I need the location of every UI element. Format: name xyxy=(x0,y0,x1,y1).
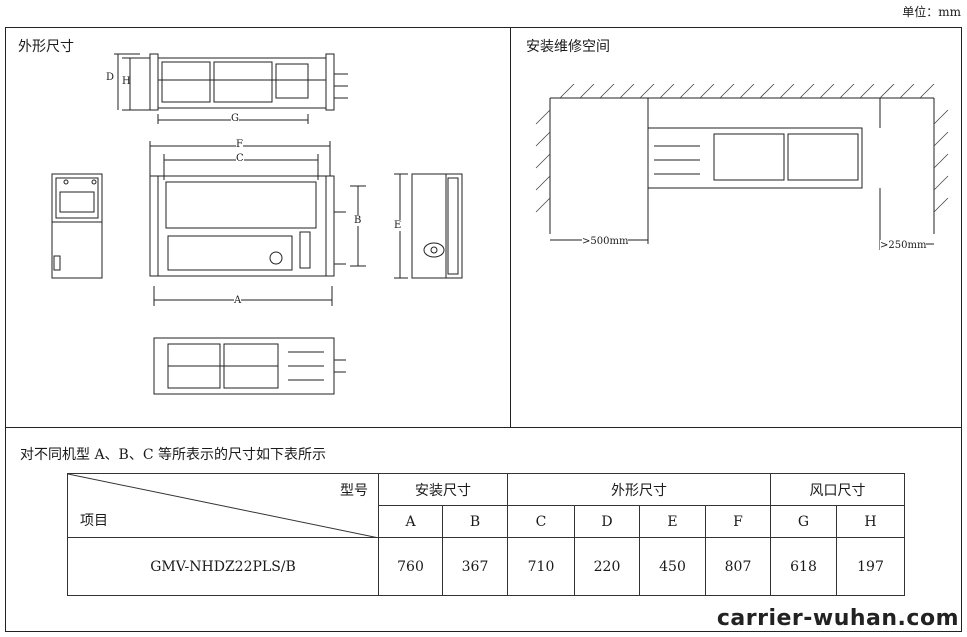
bottom-view-drawing xyxy=(153,337,346,395)
unit-label: 单位：mm xyxy=(902,5,961,19)
corner-diagonal xyxy=(68,474,379,538)
dim-label-a: A xyxy=(234,295,242,306)
table-column-header-row: A B C D E F G H xyxy=(68,505,905,538)
column-header-b: B xyxy=(442,505,508,538)
table-corner-cell: 型号 项目 xyxy=(67,473,379,538)
drawing-frame xyxy=(5,27,962,632)
column-header-f: F xyxy=(705,505,771,538)
group-header-vent: 风口尺寸 xyxy=(770,473,905,506)
column-header-h: H xyxy=(836,505,905,538)
dim-label-g: G xyxy=(231,113,239,124)
dim-label-e: E xyxy=(394,220,402,231)
column-header-e: E xyxy=(639,505,706,538)
value-cell-d: 220 xyxy=(574,537,640,596)
watermark: carrier-wuhan.com xyxy=(716,606,959,631)
right-clearance-label: >250mm xyxy=(880,240,927,251)
dim-label-c: C xyxy=(236,153,244,164)
vertical-divider xyxy=(510,27,511,428)
group-header-outline: 外形尺寸 xyxy=(507,473,771,506)
column-header-d: D xyxy=(574,505,640,538)
dim-label-h: H xyxy=(122,76,131,87)
dim-label-b: B xyxy=(354,215,362,226)
column-header-a: A xyxy=(378,505,443,538)
value-cell-c: 710 xyxy=(507,537,575,596)
horizontal-divider xyxy=(5,427,962,428)
value-cell-h: 197 xyxy=(836,537,905,596)
table-row: GMV-NHDZ22PLS/B 760 367 710 220 450 807 … xyxy=(67,537,905,596)
dimension-table: 型号 项目 安装尺寸 外形尺寸 风口尺寸 A B C D E F G H GMV… xyxy=(67,473,905,596)
value-cell-a: 760 xyxy=(378,537,443,596)
group-header-install: 安装尺寸 xyxy=(378,473,508,506)
front-view-drawing xyxy=(149,141,366,306)
value-cell-b: 367 xyxy=(442,537,508,596)
value-cell-g: 618 xyxy=(770,537,837,596)
value-cell-f: 807 xyxy=(705,537,771,596)
corner-item-label: 项目 xyxy=(80,513,108,529)
install-space-drawing xyxy=(535,84,949,250)
table-group-header-row: 型号 项目 安装尺寸 外形尺寸 风口尺寸 xyxy=(67,473,905,538)
left-side-view-drawing xyxy=(51,173,103,279)
dim-label-d: D xyxy=(106,72,115,83)
table-caption: 对不同机型 A、B、C 等所表示的尺寸如下表所示 xyxy=(20,447,327,463)
corner-model-label: 型号 xyxy=(340,483,368,499)
left-clearance-label: >500mm xyxy=(582,236,629,247)
column-header-g: G xyxy=(770,505,837,538)
dim-label-f: F xyxy=(236,139,243,150)
model-cell: GMV-NHDZ22PLS/B xyxy=(67,537,379,596)
right-side-view-drawing xyxy=(394,173,463,279)
install-space-title: 安装维修空间 xyxy=(526,39,610,55)
outline-dimensions-title: 外形尺寸 xyxy=(18,39,74,55)
column-header-c: C xyxy=(507,505,575,538)
value-cell-e: 450 xyxy=(639,537,706,596)
top-view-drawing xyxy=(114,53,348,124)
